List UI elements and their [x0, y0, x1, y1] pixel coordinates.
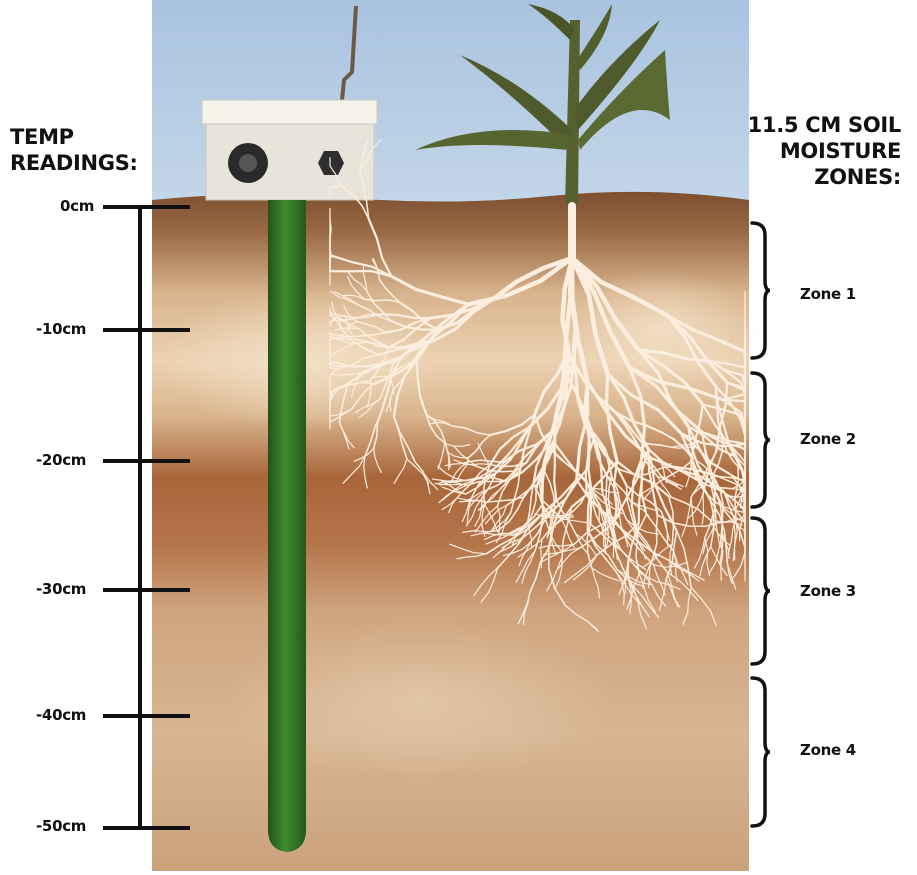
zone-label-3: Zone 3 [800, 582, 856, 600]
moisture-heading-line: MOISTURE [748, 138, 901, 164]
temp-heading-line: TEMP [10, 124, 138, 150]
brace-icon [752, 518, 770, 664]
depth-label-20cm: -20cm [36, 451, 86, 469]
sensor-box-icon [202, 100, 377, 200]
zone-label-1: Zone 1 [800, 285, 856, 303]
temp-heading-line: READINGS: [10, 150, 138, 176]
moisture-heading-line: ZONES: [748, 164, 901, 190]
moisture-zones-heading: 11.5 CM SOIL MOISTURE ZONES: [748, 112, 901, 190]
depth-label-40cm: -40cm [36, 706, 86, 724]
depth-label-0cm: 0cm [60, 197, 94, 215]
depth-label-10cm: -10cm [36, 320, 86, 338]
probe-rod-icon [268, 200, 306, 852]
temp-readings-heading: TEMP READINGS: [10, 124, 138, 176]
depth-label-30cm: -30cm [36, 580, 86, 598]
zone-label-2: Zone 2 [800, 430, 856, 448]
brace-icon [752, 678, 770, 826]
zone-label-4: Zone 4 [800, 741, 856, 759]
moisture-heading-line: 11.5 CM SOIL [748, 112, 901, 138]
depth-label-50cm: -50cm [36, 817, 86, 835]
brace-icon [752, 373, 770, 507]
